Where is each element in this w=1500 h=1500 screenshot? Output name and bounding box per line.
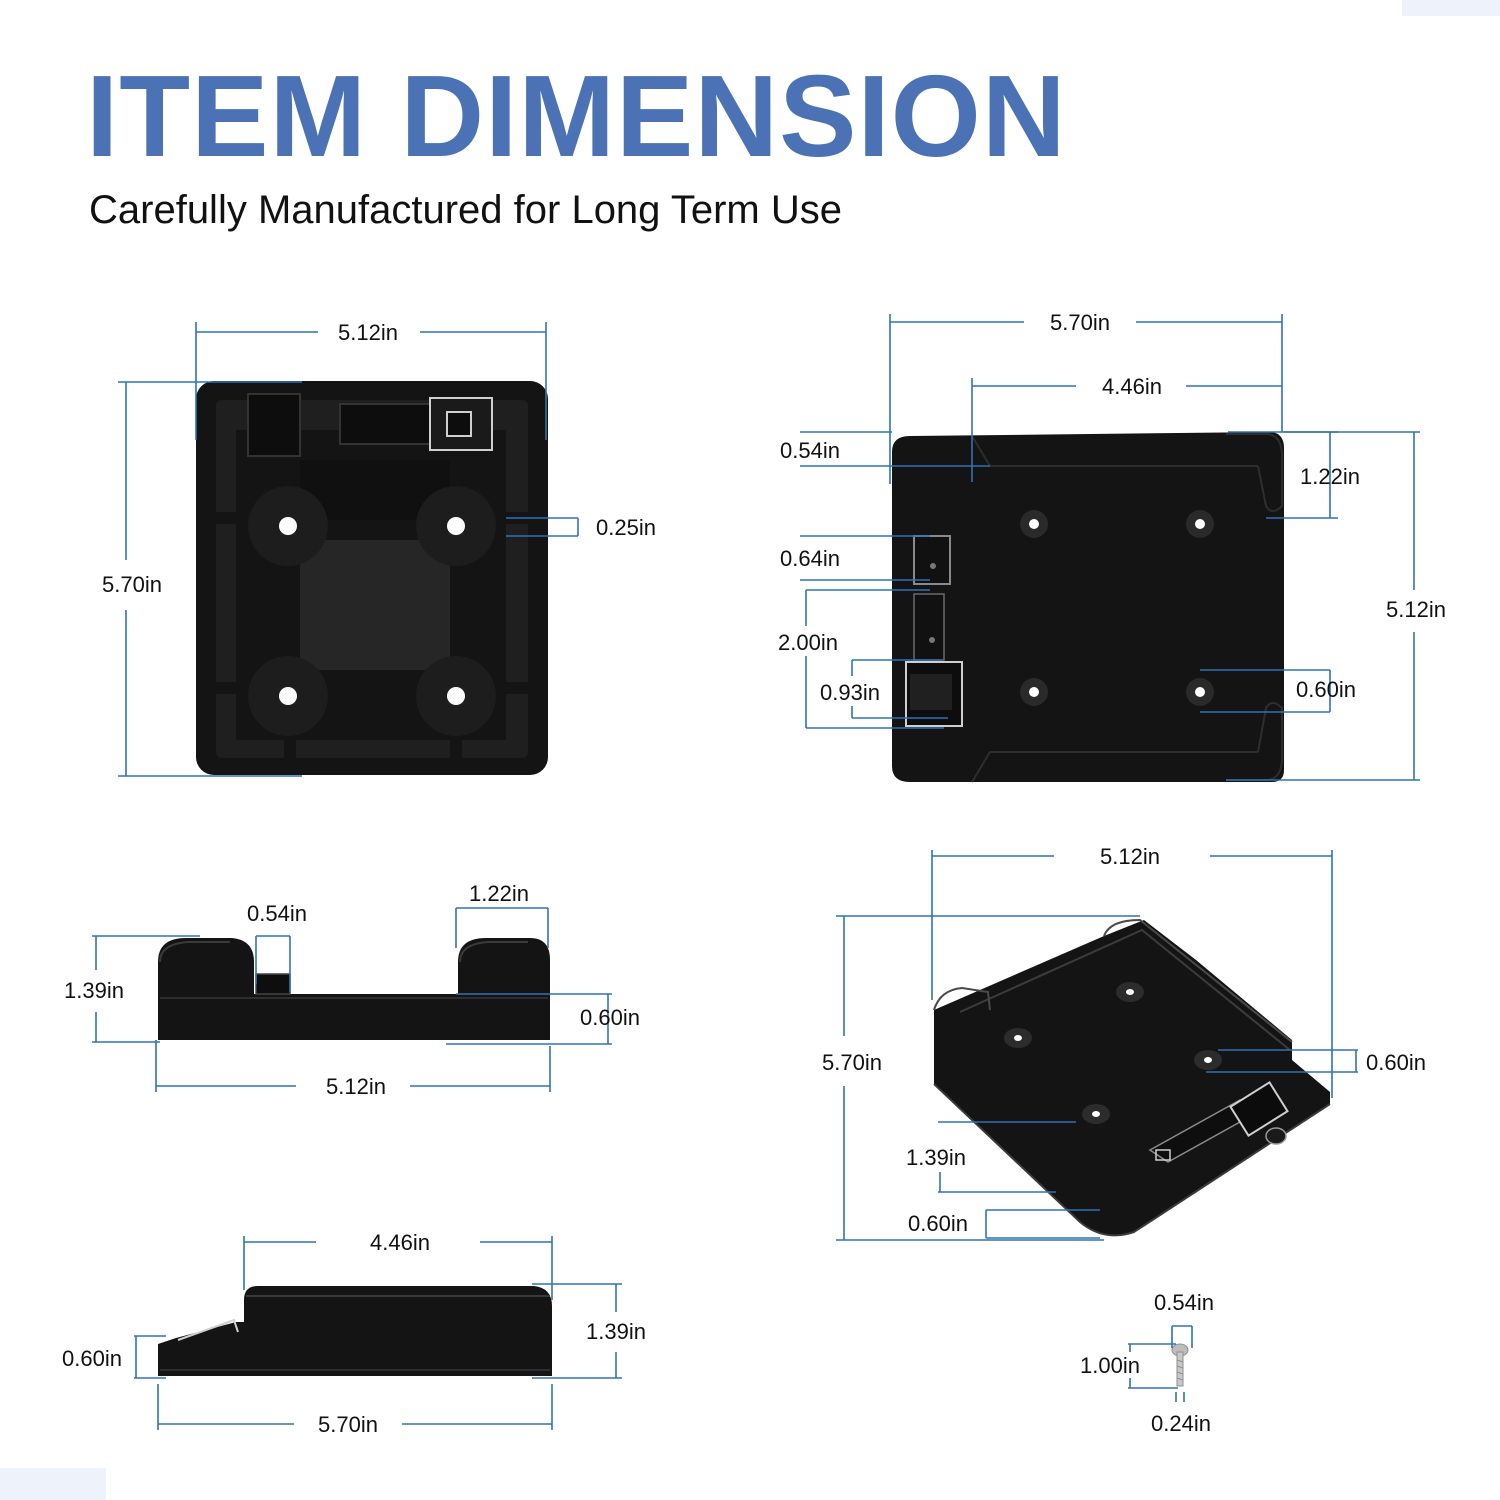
side-view-top-width-label: 4.46in xyxy=(370,1230,430,1255)
front-view-base-dimension: 0.60in xyxy=(446,993,640,1045)
front-view-rail-label: 1.22in xyxy=(469,881,529,906)
bottom-view-lip-dimension: 0.54in xyxy=(780,431,990,467)
bottom-view-latch-depth-dimension: 0.93in xyxy=(820,659,948,719)
bottom-view-height-dimension: 5.12in xyxy=(1226,431,1446,781)
bottom-view-rail-inset-label: 0.60in xyxy=(1296,677,1356,702)
perspective-view-base-label: 0.60in xyxy=(908,1211,968,1236)
bottom-view-lip-label: 0.54in xyxy=(780,438,840,463)
bottom-view-slot-dimension: 0.64in xyxy=(780,535,930,581)
bottom-view-rail-inset-dimension: 0.60in xyxy=(1200,669,1356,713)
bottom-view-latch-label: 2.00in xyxy=(778,630,838,655)
corner-decoration-bottom-left xyxy=(0,1468,106,1500)
screw-head-label: 0.54in xyxy=(1154,1290,1214,1315)
side-view-height-label: 1.39in xyxy=(586,1319,646,1344)
front-view-width-label: 5.12in xyxy=(326,1074,386,1099)
perspective-view-product-image xyxy=(933,918,1331,1237)
top-view-width-dimension: 5.12in xyxy=(195,320,547,440)
top-view-hole-label: 0.25in xyxy=(596,515,656,540)
page-title: ITEM DIMENSION xyxy=(86,51,1067,181)
top-view: 5.12in 5.70in 0.25in xyxy=(102,320,656,777)
side-view-base-dimension: 0.60in xyxy=(62,1335,166,1379)
corner-decoration-top-right xyxy=(1402,0,1500,16)
side-view-length-dimension: 5.70in xyxy=(157,1384,553,1437)
front-view: 0.54in 1.22in 1.39in 0.60in 5.12in xyxy=(64,881,640,1099)
side-view-product-image xyxy=(158,1286,552,1376)
front-view-width-dimension: 5.12in xyxy=(155,1040,551,1099)
screw-image xyxy=(1171,1343,1189,1387)
perspective-view: 5.12in 5.70in 0.60in 1.39in 0.60in xyxy=(822,844,1426,1241)
screw-shank-dimension: 0.24in xyxy=(1151,1392,1211,1436)
front-view-height-dimension: 1.39in xyxy=(64,935,200,1043)
perspective-view-wall-dimension: 0.60in xyxy=(1206,1049,1426,1075)
screw-length-label: 1.00in xyxy=(1080,1353,1140,1378)
side-view-base-label: 0.60in xyxy=(62,1346,122,1371)
front-view-lip-dimension: 0.54in xyxy=(247,901,307,992)
bottom-view-product-image xyxy=(892,432,1284,783)
bottom-view: 5.70in 4.46in 0.54in 1.22in 5.12in xyxy=(778,310,1446,783)
top-view-height-label: 5.70in xyxy=(102,572,162,597)
side-view-length-label: 5.70in xyxy=(318,1412,378,1437)
screw-view: 0.54in 1.00in 0.24in xyxy=(1080,1290,1214,1436)
bottom-view-overall-width-dimension: 5.70in xyxy=(889,310,1283,484)
perspective-view-length-label: 5.70in xyxy=(822,1050,882,1075)
perspective-view-width-label: 5.12in xyxy=(1100,844,1160,869)
bottom-view-rail-label: 1.22in xyxy=(1300,464,1360,489)
bottom-view-inner-width-label: 4.46in xyxy=(1102,374,1162,399)
bottom-view-slot-label: 0.64in xyxy=(780,546,840,571)
perspective-view-base-dimension: 0.60in xyxy=(908,1209,1100,1239)
bottom-view-inner-width-dimension: 4.46in xyxy=(971,374,1282,482)
bottom-view-height-label: 5.12in xyxy=(1386,597,1446,622)
perspective-view-height-label: 1.39in xyxy=(906,1145,966,1170)
front-view-base-label: 0.60in xyxy=(580,1005,640,1030)
front-view-product-image xyxy=(158,938,550,1040)
perspective-view-length-dimension: 5.70in xyxy=(822,915,1140,1241)
side-view-top-width-dimension: 4.46in xyxy=(243,1230,553,1300)
front-view-lip-label: 0.54in xyxy=(247,901,307,926)
page-subtitle: Carefully Manufactured for Long Term Use xyxy=(89,188,842,232)
screw-head-dimension: 0.54in xyxy=(1154,1290,1214,1348)
side-view: 4.46in 1.39in 0.60in 5.70in xyxy=(62,1230,646,1437)
top-view-product-image xyxy=(196,381,548,775)
bottom-view-latch-depth-label: 0.93in xyxy=(820,680,880,705)
top-view-width-label: 5.12in xyxy=(338,320,398,345)
front-view-height-label: 1.39in xyxy=(64,978,124,1003)
screw-shank-label: 0.24in xyxy=(1151,1411,1211,1436)
front-view-rail-dimension: 1.22in xyxy=(455,881,549,948)
top-view-hole-dimension: 0.25in xyxy=(506,515,656,540)
side-view-height-dimension: 1.39in xyxy=(532,1283,646,1379)
top-view-height-dimension: 5.70in xyxy=(102,381,302,777)
perspective-view-wall-label: 0.60in xyxy=(1366,1050,1426,1075)
perspective-view-width-dimension: 5.12in xyxy=(931,844,1333,1098)
screw-length-dimension: 1.00in xyxy=(1080,1343,1178,1389)
bottom-view-latch-dimension: 2.00in xyxy=(778,589,944,729)
perspective-view-height-dimension: 1.39in xyxy=(906,1121,1076,1193)
bottom-view-overall-width-label: 5.70in xyxy=(1050,310,1110,335)
